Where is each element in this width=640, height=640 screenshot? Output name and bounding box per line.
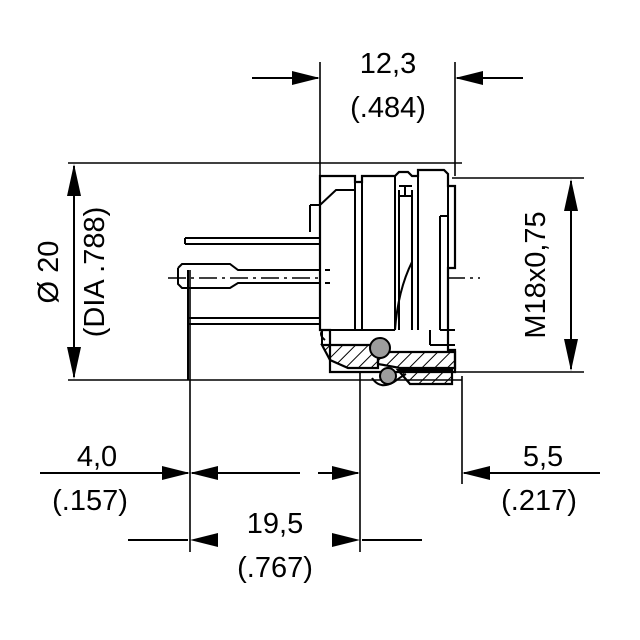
- main-housing: [309, 168, 457, 374]
- rear-barrel-top-profile: [177, 263, 325, 271]
- dimension-panel-thickness: 4,0 (.157): [40, 441, 190, 517]
- dimension-label-metric: 12,3: [360, 48, 416, 80]
- hatch-region-lower: [395, 368, 454, 386]
- dimension-label-metric: 19,5: [247, 508, 303, 540]
- sectioned-flange: [320, 330, 457, 387]
- arrowhead-left-icon: [190, 533, 218, 547]
- arrowhead-top-icon: [67, 164, 81, 196]
- dimension-label-imperial: (.157): [52, 485, 128, 517]
- dimension-body-diameter: Ø 20 (DIA .788): [33, 162, 462, 381]
- connector-body: [168, 168, 480, 387]
- inner-arrowhead-left-icon: [190, 466, 218, 480]
- housing-chamfer: [319, 189, 355, 206]
- dimension-label-imperial: (.484): [350, 92, 426, 124]
- dimension-thread-spec: M18x0,75: [452, 177, 584, 373]
- arrowhead-right-icon: [162, 466, 190, 480]
- inner-arrowhead-right-icon: [332, 466, 360, 480]
- arrowhead-right-icon: [332, 533, 360, 547]
- arrowhead-top-icon: [564, 179, 578, 211]
- arrowhead-bottom-icon: [67, 347, 81, 379]
- rear-barrel-bottom-profile: [177, 268, 325, 289]
- oring-seat-curve: [371, 373, 407, 387]
- arrowhead-right-icon: [455, 71, 483, 85]
- dimension-label-imperial: (.217): [501, 485, 577, 517]
- dimension-overall-length: 19,5 (.767): [128, 270, 422, 584]
- dimension-label-thread: M18x0,75: [520, 211, 552, 338]
- insulator-curve: [394, 261, 413, 331]
- arrowhead-left-icon: [292, 71, 320, 85]
- dimension-rear-length: 5,5 (.217): [461, 376, 600, 517]
- hatch-region-left: [320, 343, 380, 370]
- hatch-region-right: [376, 350, 457, 370]
- dimension-label-metric: Ø 20: [33, 241, 65, 304]
- dimension-label-metric: 4,0: [77, 441, 117, 473]
- arrowhead-bottom-icon: [564, 339, 578, 371]
- o-ring-upper: [369, 337, 391, 359]
- arrowhead-left-icon: [462, 466, 490, 480]
- dimension-label-imperial: (.767): [237, 552, 313, 584]
- dimension-label-imperial: (DIA .788): [79, 207, 111, 338]
- dimension-flange-depth: 12,3 (.484): [252, 48, 523, 176]
- dimension-label-metric: 5,5: [523, 441, 563, 473]
